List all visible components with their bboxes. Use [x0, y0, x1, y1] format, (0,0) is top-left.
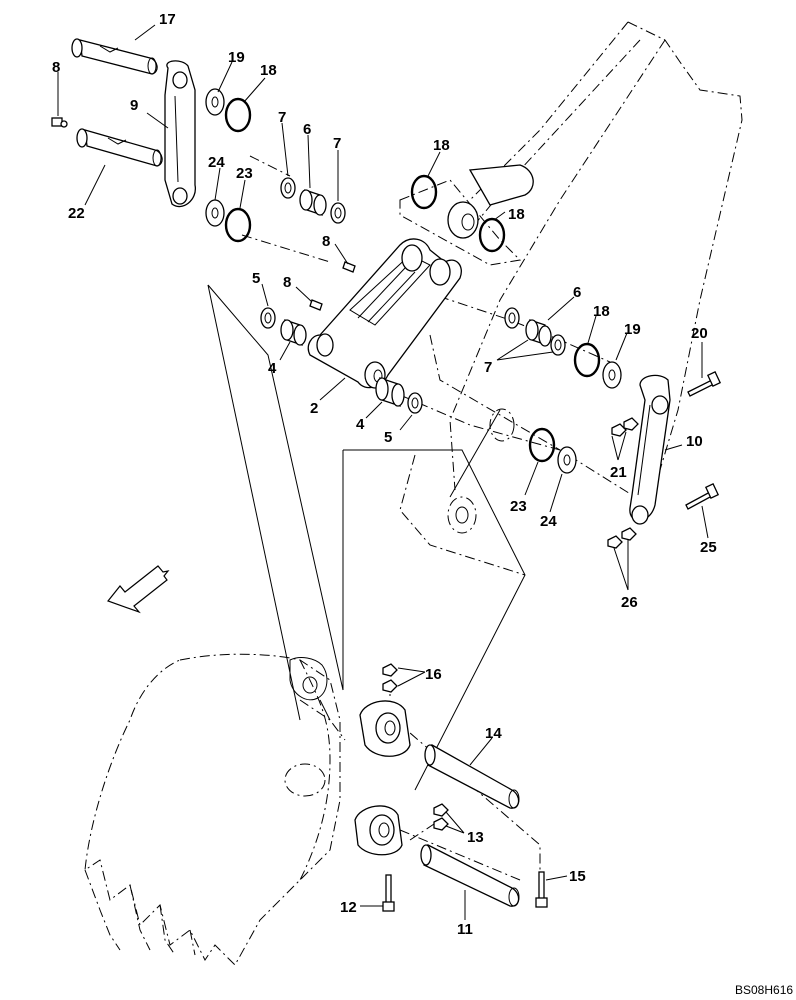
link-plate-10	[629, 374, 671, 525]
upper-bushing-group	[280, 177, 346, 224]
callout-6: 6	[573, 284, 581, 301]
callout-6: 6	[303, 121, 311, 138]
pin-11	[420, 844, 520, 907]
callout-12: 12	[340, 899, 357, 916]
grease-fitting-8a	[51, 117, 68, 128]
callout-19: 19	[228, 49, 245, 66]
nuts-13	[433, 803, 449, 831]
front-arrow-icon	[107, 565, 170, 614]
callout-17: 17	[159, 11, 176, 28]
callout-4: 4	[356, 416, 365, 433]
leader-lines	[57, 24, 709, 920]
callout-8: 8	[52, 59, 60, 76]
callout-24: 24	[540, 513, 557, 530]
drawing-code: BS08H616	[735, 983, 793, 997]
callout-4: 4	[268, 360, 277, 377]
callout-23: 23	[510, 498, 527, 515]
callout-15: 15	[569, 868, 586, 885]
right-bushing-group	[504, 307, 622, 389]
callout-8: 8	[283, 274, 291, 291]
pin-14	[424, 743, 520, 809]
callout-18: 18	[508, 206, 525, 223]
callout-7: 7	[278, 109, 286, 126]
callout-2: 2	[310, 400, 318, 417]
bolt-15	[535, 871, 548, 908]
bucket	[84, 653, 346, 966]
callout-11: 11	[457, 921, 473, 938]
callout-22: 22	[68, 205, 85, 222]
callout-18: 18	[433, 137, 450, 154]
callout-24: 24	[208, 154, 225, 171]
callout-13: 13	[467, 829, 484, 846]
nuts-16	[382, 663, 398, 693]
callout-23: 23	[236, 165, 253, 182]
left-washers-rings	[205, 88, 252, 243]
link-plate-9	[164, 60, 196, 208]
bolt-25	[685, 483, 720, 510]
callout-5: 5	[384, 429, 392, 446]
callout-9: 9	[130, 97, 138, 114]
callout-5: 5	[252, 270, 260, 287]
callout-14: 14	[485, 725, 502, 742]
bolt-20	[687, 371, 722, 397]
callout-18: 18	[593, 303, 610, 320]
bucket-boss-upper	[359, 700, 411, 757]
callout-19: 19	[624, 321, 641, 338]
arm-end-boss	[399, 164, 534, 266]
nuts-21	[611, 417, 639, 437]
bolt-12	[382, 874, 395, 912]
nuts-26	[607, 527, 637, 549]
callout-25: 25	[700, 539, 717, 556]
callout-20: 20	[691, 325, 708, 342]
callout-21: 21	[610, 464, 627, 481]
callout-10: 10	[686, 433, 703, 450]
callout-26: 26	[621, 594, 638, 611]
callout-16: 16	[425, 666, 442, 683]
h-link-2	[307, 238, 462, 389]
bucket-boss-lower	[354, 805, 403, 856]
callout-7: 7	[333, 135, 341, 152]
pin-22	[76, 128, 163, 167]
callout-7: 7	[484, 359, 492, 376]
callout-labels: 17 19 18 8 9 7 6 7 18 24 23 22 18 8 5 8 …	[52, 11, 793, 997]
pin-17	[71, 38, 158, 75]
bushing-set-lower	[375, 377, 423, 414]
arm-lower-boss	[447, 408, 577, 534]
callout-18: 18	[260, 62, 277, 79]
callout-8: 8	[322, 233, 330, 250]
bushing-set-left	[260, 307, 307, 346]
